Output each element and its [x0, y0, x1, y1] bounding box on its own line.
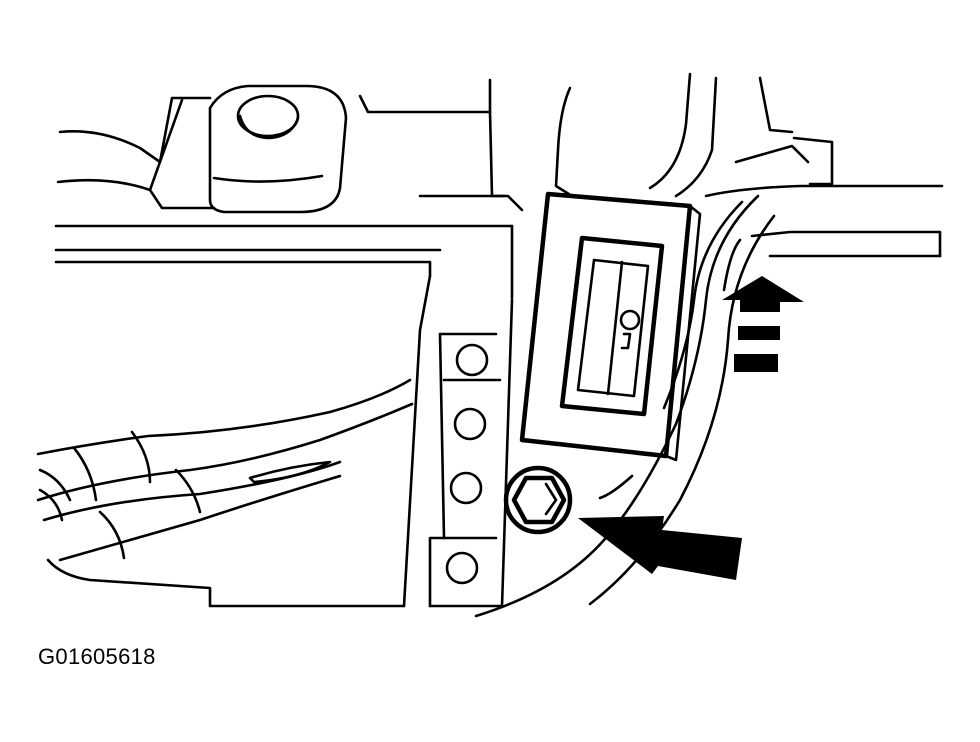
bolt	[503, 465, 573, 535]
right-body-panel	[554, 72, 944, 292]
sensor-module	[519, 191, 702, 462]
figure-identifier: G01605618	[38, 644, 156, 669]
pointer-arrow	[578, 516, 742, 580]
mount-boss	[208, 84, 348, 214]
lower-frame	[46, 274, 432, 608]
upper-frame	[54, 78, 524, 278]
wire-harness	[36, 378, 414, 562]
bracket	[428, 224, 514, 608]
direction-arrow	[722, 276, 804, 372]
